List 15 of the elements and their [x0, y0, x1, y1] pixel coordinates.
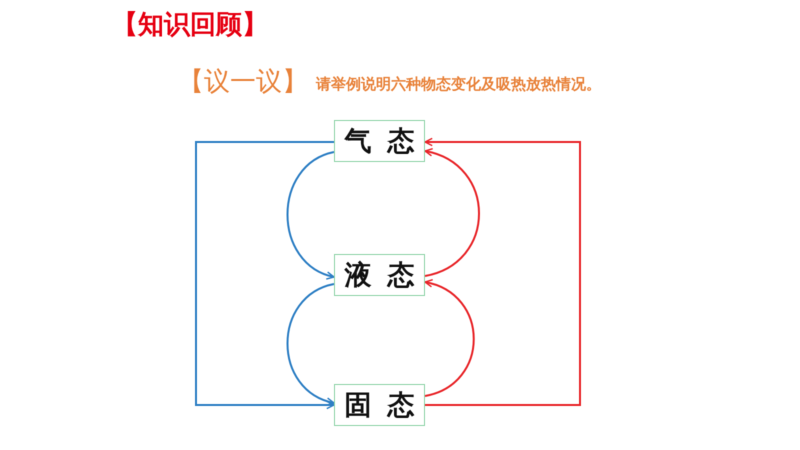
arrow	[286, 283, 335, 405]
state-label: 液态	[344, 259, 430, 293]
discussion-heading: 【议一议】	[178, 66, 308, 99]
arrow	[424, 280, 475, 397]
state-box	[334, 254, 425, 296]
heading: 【知识回顾】	[112, 9, 268, 42]
arrow	[424, 138, 581, 406]
arrow	[424, 148, 480, 277]
state-label: 气态	[344, 125, 430, 159]
state-box	[334, 120, 425, 162]
arrow	[286, 151, 335, 279]
question-text: 请举例说明六种物态变化及吸热放热情况。	[316, 75, 601, 94]
arrow	[195, 141, 335, 410]
state-label: 固态	[344, 389, 430, 423]
state-box	[334, 384, 425, 426]
